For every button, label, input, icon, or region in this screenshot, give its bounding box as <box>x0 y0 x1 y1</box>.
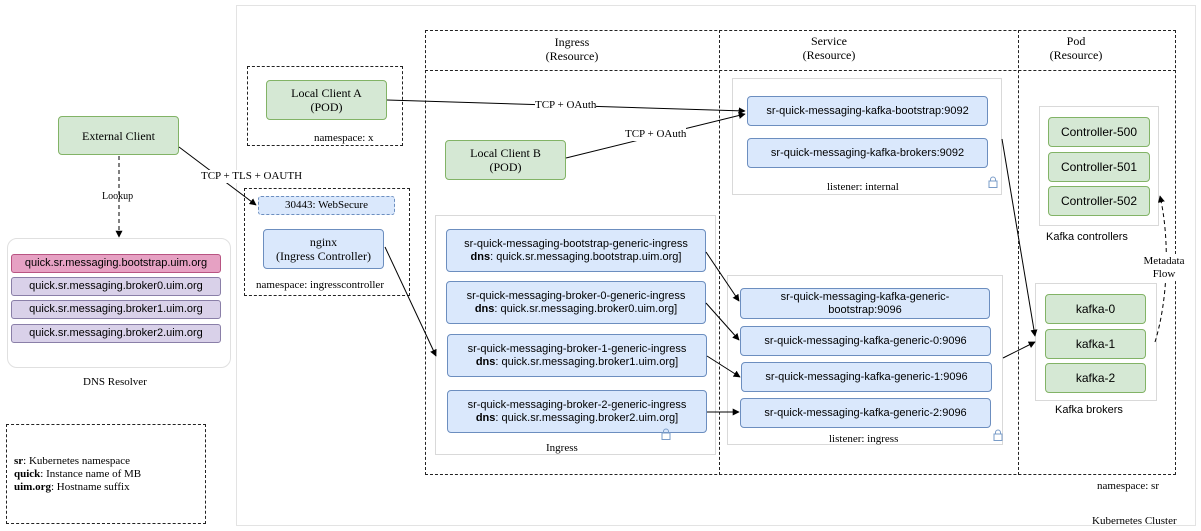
edge-label-client-b: TCP + OAuth <box>625 128 687 141</box>
ingress-bootstrap-node[interactable]: sr-quick-messaging-bootstrap-generic-ing… <box>446 229 706 272</box>
ingress-broker-1-node[interactable]: sr-quick-messaging-broker-1-generic-ingr… <box>447 334 707 377</box>
kubernetes-cluster-label: Kubernetes Cluster <box>1092 515 1177 527</box>
listener-ingress-label: listener: ingress <box>829 433 899 445</box>
service-kafka-generic-2-9096[interactable]: sr-quick-messaging-kafka-generic-2:9096 <box>740 398 991 428</box>
listener-internal-label: listener: internal <box>827 181 899 193</box>
kafka-1-node[interactable]: kafka-1 <box>1045 329 1146 359</box>
namespace-ingresscontroller-frame <box>244 188 410 296</box>
dns-entry[interactable]: quick.sr.messaging.broker2.uim.org <box>11 324 221 343</box>
dns-entry[interactable]: quick.sr.messaging.bootstrap.uim.org <box>11 254 221 273</box>
namespace-sr-label: namespace: sr <box>1097 480 1159 492</box>
dns-entry[interactable]: quick.sr.messaging.broker0.uim.org <box>11 277 221 296</box>
legend-line-instance: quick: Instance name of MB <box>14 468 142 480</box>
local-client-b-node[interactable]: Local Client B(POD) <box>445 140 566 180</box>
kubernetes-cluster-frame <box>236 5 1196 526</box>
local-client-a-node[interactable]: Local Client A(POD) <box>266 80 387 120</box>
service-kafka-generic-1-9096[interactable]: sr-quick-messaging-kafka-generic-1:9096 <box>741 362 992 392</box>
listener-internal-frame <box>732 78 1002 195</box>
service-kafka-bootstrap-9092[interactable]: sr-quick-messaging-kafka-bootstrap:9092 <box>747 96 988 126</box>
kafka-0-node[interactable]: kafka-0 <box>1045 294 1146 324</box>
dns-resolver-title: DNS Resolver <box>83 376 147 388</box>
lock-icon <box>993 429 1003 441</box>
ingress-broker-0-node[interactable]: sr-quick-messaging-broker-0-generic-ingr… <box>446 281 706 324</box>
kafka-brokers-label: Kafka brokers <box>1055 404 1123 416</box>
port-websecure[interactable]: 30443: WebSecure <box>258 196 395 215</box>
kafka-controllers-frame <box>1039 106 1159 226</box>
edge-ingress-broker0 <box>705 302 740 341</box>
namespace-x-frame <box>247 66 403 146</box>
dns-entry[interactable]: quick.sr.messaging.broker1.uim.org <box>11 300 221 319</box>
lock-icon <box>661 428 671 440</box>
column-divider-1 <box>719 30 720 475</box>
controller-501-node[interactable]: Controller-501 <box>1048 152 1150 182</box>
column-divider-2 <box>1018 30 1019 475</box>
controller-502-node[interactable]: Controller-502 <box>1048 186 1150 216</box>
lookup-label: Lookup <box>101 191 135 203</box>
ingress-broker-2-node[interactable]: sr-quick-messaging-broker-2-generic-ingr… <box>447 390 707 433</box>
ingress-group-label: Ingress <box>546 442 578 454</box>
dns-resolver-frame <box>7 238 231 368</box>
kafka-controllers-label: Kafka controllers <box>1046 231 1128 243</box>
dns-key-label: dns <box>475 411 496 424</box>
ingress-group-frame <box>435 215 716 455</box>
lock-icon <box>988 176 998 188</box>
listener-ingress-frame <box>727 275 1003 445</box>
edge-ingress-listener-to-brokers <box>1002 341 1036 359</box>
legend-line-namespace: sr: Kubernetes namespace <box>14 455 131 467</box>
edge-internal-to-brokers <box>1001 138 1038 337</box>
edge-ingress-bootstrap <box>705 251 740 302</box>
controller-500-node[interactable]: Controller-500 <box>1048 117 1150 147</box>
service-kafka-generic-bootstrap-9096[interactable]: sr-quick-messaging-kafka-generic-bootstr… <box>740 288 990 319</box>
external-client-node[interactable]: External Client <box>58 116 179 155</box>
edge-nginx-to-ingress <box>384 246 437 357</box>
legend-line-hostname: uim.org: Hostname suffix <box>14 481 130 493</box>
edge-label-client-a: TCP + OAuth <box>535 99 597 112</box>
kafka-2-node[interactable]: kafka-2 <box>1045 363 1146 393</box>
dns-key-label: dns <box>474 302 495 315</box>
column-header-divider <box>425 70 1176 71</box>
namespace-sr-frame <box>425 30 1176 475</box>
namespace-x-label: namespace: x <box>314 132 374 144</box>
namespace-ingresscontroller-label: namespace: ingresscontroller <box>256 279 384 291</box>
edge-label-tls-oauth: TCP + TLS + OAUTH <box>201 170 303 183</box>
dns-key-label: dns <box>475 355 496 368</box>
legend-box: sr: Kubernetes namespace quick: Instance… <box>6 424 206 524</box>
column-header-ingress: Ingress(Resource) <box>545 35 599 63</box>
edge-ingress-broker1 <box>706 355 741 378</box>
column-header-pod: Pod(Resource) <box>1049 34 1103 62</box>
column-header-service: Service(Resource) <box>802 34 856 62</box>
dns-key-label: dns <box>470 250 491 263</box>
service-kafka-brokers-9092[interactable]: sr-quick-messaging-kafka-brokers:9092 <box>747 138 988 168</box>
nginx-ingress-controller-node[interactable]: nginx(Ingress Controller) <box>263 229 384 269</box>
service-kafka-generic-0-9096[interactable]: sr-quick-messaging-kafka-generic-0:9096 <box>740 326 991 356</box>
